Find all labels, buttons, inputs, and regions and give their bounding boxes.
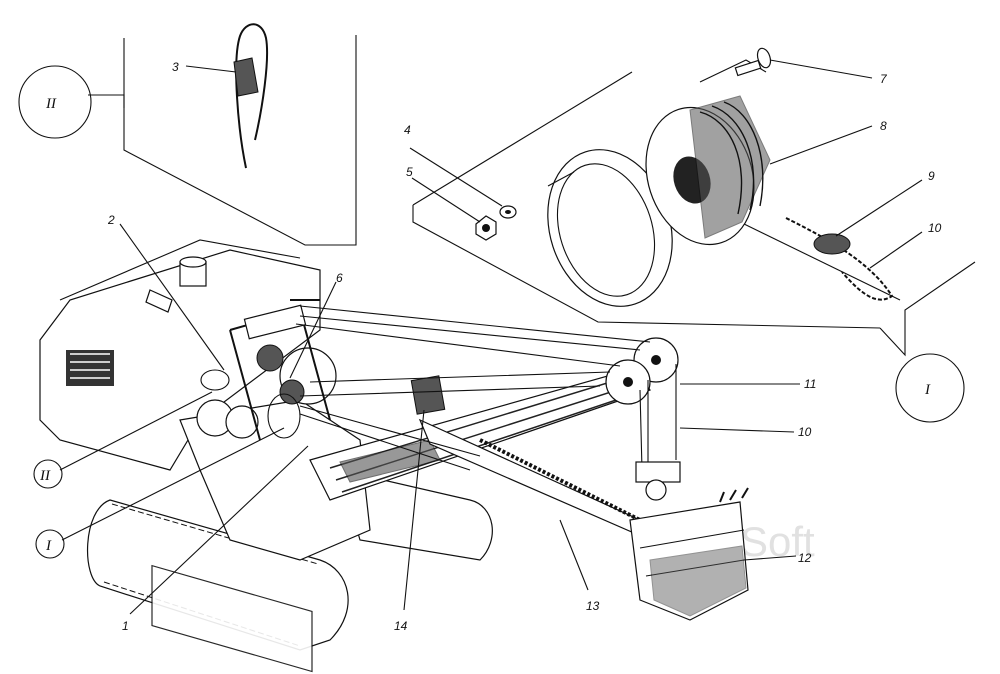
callout-13: 13 <box>586 599 600 613</box>
a-frame-head-icon <box>243 304 307 340</box>
detail-I-circle-label: I <box>924 382 931 398</box>
suspension-ropes <box>295 305 651 367</box>
wedge-clamp-icon <box>233 57 259 97</box>
detail-I-frame-top-left <box>412 71 633 206</box>
nut-hole <box>482 224 490 232</box>
callout-6: 6 <box>336 271 343 285</box>
drum-hub-small <box>279 379 305 405</box>
rear-track-icon <box>339 469 493 561</box>
track-frame <box>151 564 313 673</box>
callout-5: 5 <box>406 165 413 179</box>
main-leaders <box>33 223 800 615</box>
pointer-II-circle <box>33 459 63 489</box>
callout-9: 9 <box>928 169 935 183</box>
detail-II-frame <box>123 35 357 246</box>
leader-1 <box>129 445 309 615</box>
house-roof-edge <box>59 239 301 301</box>
leader-10b <box>679 427 795 433</box>
leader-10a <box>869 231 923 269</box>
callout-8: 8 <box>880 119 887 133</box>
hoist-ropes-lower <box>299 405 481 471</box>
callout-14: 14 <box>394 619 408 633</box>
hoist-ropes-vertical <box>639 364 677 471</box>
bucket-shading <box>649 545 747 617</box>
detail-II-circle-label: II <box>45 96 57 112</box>
bucket-ribs <box>639 529 745 577</box>
leader-2 <box>119 223 225 371</box>
bucket-icon <box>629 501 749 621</box>
cover-ring-inner <box>556 163 656 297</box>
detail-I-group: I <box>409 47 976 423</box>
rope-strand-texture <box>235 35 247 169</box>
leader-6 <box>289 281 337 379</box>
leader-14 <box>403 409 425 611</box>
leader-8 <box>769 125 873 165</box>
house-vent-grille <box>66 350 114 386</box>
detail-II-group: II <box>18 23 357 246</box>
pointer-II-leader <box>59 391 213 471</box>
pointer-II-label: II <box>39 468 51 484</box>
detail-II-leader <box>88 94 125 108</box>
leader-9 <box>835 179 923 237</box>
pointer-I-label: I <box>45 538 52 554</box>
callout-12: 12 <box>798 551 812 565</box>
rope-loop-icon <box>235 23 269 169</box>
pointer-I-circle <box>35 529 65 559</box>
callout-1: 1 <box>122 619 129 633</box>
leader-4 <box>409 147 503 207</box>
leader-12 <box>743 555 797 561</box>
leader-5 <box>411 177 481 223</box>
bucket-teeth <box>719 487 749 503</box>
detail-II-circle <box>18 65 92 139</box>
drum-rope-turns <box>699 101 764 215</box>
hoist-ropes-upper <box>299 371 611 397</box>
callout-11: 11 <box>804 377 816 391</box>
detail-I-leader <box>879 261 976 357</box>
vent-slats <box>70 353 110 379</box>
detail-I-marker-ring <box>267 393 301 439</box>
shipper-shaft-icon <box>410 375 446 415</box>
exhaust-top <box>179 256 207 268</box>
detail-I-frame-rope-box <box>739 221 901 301</box>
gear-mid-icon <box>225 405 259 439</box>
roof-fitting <box>145 289 173 313</box>
washer-hole <box>505 210 511 214</box>
machine-house-icon <box>39 249 321 471</box>
detail-I-circle <box>895 353 965 423</box>
callout-10-lower: 10 <box>798 425 812 439</box>
pulley-small-icon <box>256 344 284 372</box>
callout-10-upper: 10 <box>928 221 942 235</box>
rope-clamp-icon <box>813 233 851 255</box>
turntable-frame <box>179 399 371 561</box>
sheave-axle <box>623 377 633 387</box>
sheave-axle-back <box>651 355 661 365</box>
callout-7: 7 <box>880 72 888 86</box>
leader-cover <box>547 171 575 187</box>
excavator-machine <box>39 239 749 673</box>
callout-4: 4 <box>404 123 411 137</box>
rope-end-icon <box>785 217 894 301</box>
detail-II-marker-ring <box>200 369 230 391</box>
bail-sheave-icon <box>645 479 667 501</box>
leader-13 <box>559 519 589 591</box>
leader-7 <box>769 59 873 79</box>
bail-block-icon <box>635 461 681 483</box>
leader-3 <box>185 65 237 73</box>
callout-labels: 3 4 5 7 8 9 10 2 6 11 10 12 13 14 1 II I <box>39 60 942 633</box>
pointer-I-leader <box>61 427 285 541</box>
bolt-icon <box>734 47 772 77</box>
callout-3: 3 <box>172 60 179 74</box>
drum-winding-icon <box>689 95 771 239</box>
handle-rack <box>479 438 641 522</box>
callout-2: 2 <box>107 213 115 227</box>
detail-I-frame-bottom <box>412 205 881 329</box>
